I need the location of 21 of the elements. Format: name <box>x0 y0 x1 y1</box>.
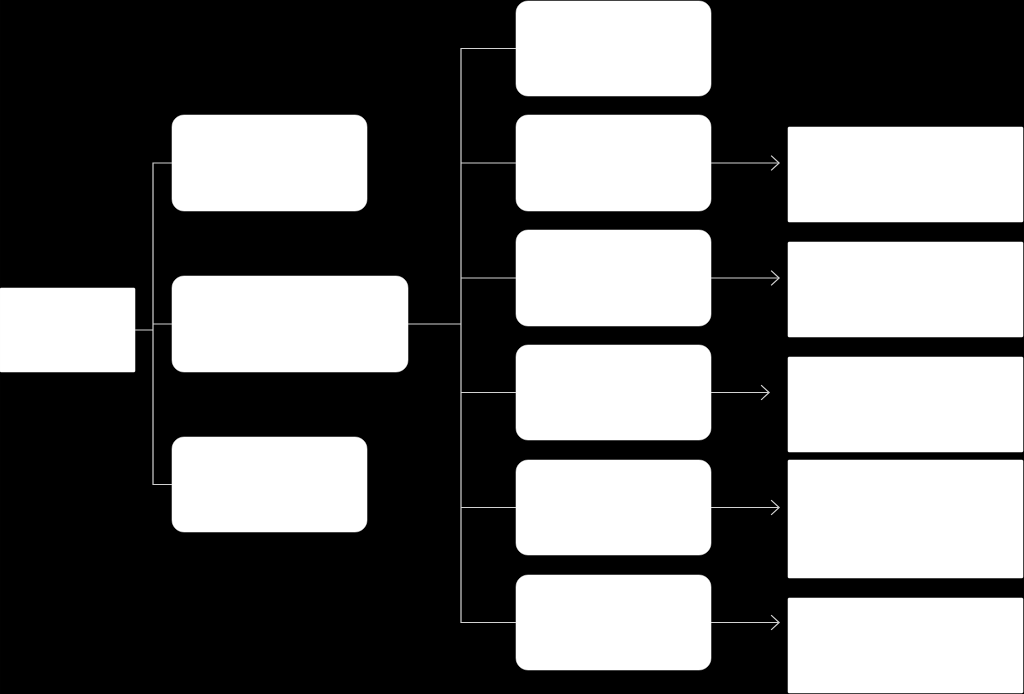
arrow <box>710 614 780 631</box>
rounded-box <box>171 114 368 212</box>
rounded-box <box>515 229 712 327</box>
rectangle-box <box>787 356 1024 453</box>
rounded-box <box>171 275 409 373</box>
rectangle-box <box>787 459 1024 579</box>
rectangle-box <box>787 597 1024 694</box>
rounded-box <box>515 344 712 441</box>
arrow <box>710 499 780 516</box>
rounded-box <box>515 114 712 212</box>
connector-line <box>134 162 173 486</box>
connector-line <box>407 47 517 624</box>
rounded-box <box>515 459 712 556</box>
rectangle-box <box>787 241 1024 338</box>
rounded-box <box>515 0 712 97</box>
arrow <box>710 270 780 286</box>
rounded-box <box>515 574 712 671</box>
rectangle-box <box>787 126 1024 223</box>
arrow <box>710 155 780 171</box>
rounded-box <box>171 436 368 533</box>
arrow <box>710 384 770 401</box>
